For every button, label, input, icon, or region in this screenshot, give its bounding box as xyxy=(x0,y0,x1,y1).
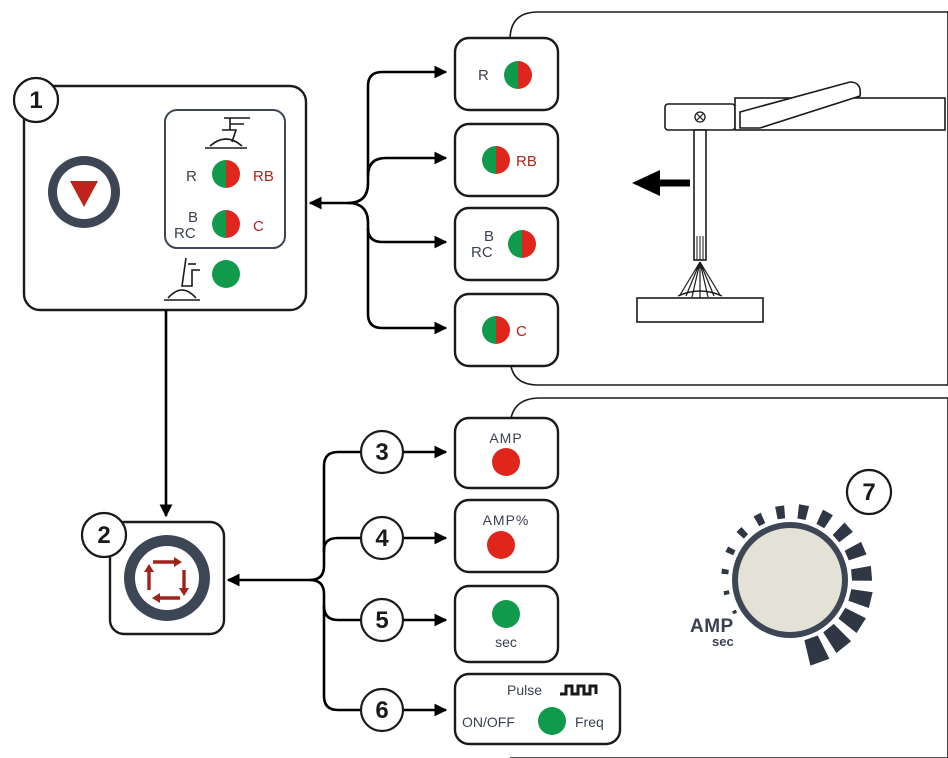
mode-label-r: R xyxy=(478,67,489,84)
knob-label-sec: sec xyxy=(712,634,734,649)
param-label-amp: AMP xyxy=(489,430,522,446)
knob-scale-tick xyxy=(775,505,786,520)
param-label-pulse: Pulse xyxy=(507,682,542,698)
panel1-label-rb: RB xyxy=(253,168,274,185)
svg-text:7: 7 xyxy=(862,479,875,506)
knob-scale-tick xyxy=(721,568,729,575)
led-mig-green xyxy=(212,260,240,288)
amp-knob[interactable] xyxy=(732,522,848,638)
knob-scale-tick xyxy=(732,609,738,615)
panel1-label-rc: RC xyxy=(174,225,196,242)
param-label-freq: Freq xyxy=(575,714,604,730)
led-r-rb xyxy=(212,160,240,188)
svg-text:6: 6 xyxy=(375,697,388,724)
led-amp-pct-red xyxy=(487,531,515,559)
svg-text:4: 4 xyxy=(375,525,389,552)
param-connector-lines xyxy=(226,445,448,717)
knob-scale-tick xyxy=(848,589,873,608)
mode-led-r xyxy=(504,61,532,89)
knob-scale-tick xyxy=(723,590,730,596)
svg-text:1: 1 xyxy=(29,87,42,114)
knob-scale-tick xyxy=(838,607,866,634)
knob-scale-tick xyxy=(725,546,736,556)
mode-led-rb xyxy=(482,146,510,174)
mode-label-c: C xyxy=(516,323,527,340)
mig-torch-icon xyxy=(164,257,200,301)
callout-3: 3 xyxy=(359,429,405,475)
mode-label-b: B xyxy=(484,228,494,245)
svg-text:3: 3 xyxy=(375,439,388,466)
knob-scale-tick xyxy=(832,522,853,543)
param-label-sec: sec xyxy=(495,634,517,650)
mode-box-b-rc xyxy=(453,206,560,282)
led-sec-green xyxy=(492,600,520,628)
panel1-label-r: R xyxy=(186,168,197,185)
callout-6: 6 xyxy=(359,687,405,733)
panel1-label-b: B xyxy=(188,209,198,226)
mode-led-b-rc xyxy=(508,230,536,258)
knob-scale xyxy=(721,504,873,666)
led-b-c xyxy=(212,210,240,238)
mode-select-button[interactable] xyxy=(48,156,120,228)
panel1-label-c: C xyxy=(253,218,264,235)
cycle-arrows-icon xyxy=(144,557,189,603)
led-pulse-green xyxy=(538,707,566,735)
knob-scale-tick xyxy=(736,527,749,539)
torch-illustration xyxy=(632,81,946,323)
param-label-amp-pct: AMP% xyxy=(483,512,530,528)
top-illustration-panel xyxy=(509,11,948,386)
callout-4: 4 xyxy=(359,515,405,561)
tig-torch-icon xyxy=(205,117,250,149)
knob-scale-tick xyxy=(816,509,833,529)
callout-7: 7 xyxy=(845,468,893,516)
pulse-wave-icon xyxy=(560,684,598,696)
knob-scale-tick xyxy=(804,635,830,666)
svg-text:5: 5 xyxy=(375,607,388,634)
knob-scale-tick xyxy=(823,623,852,654)
parameter-cycle-button[interactable] xyxy=(124,535,210,621)
mode-connector-lines xyxy=(159,65,448,518)
mode-led-c xyxy=(482,316,510,344)
knob-scale-tick xyxy=(797,504,810,520)
knob-scale-tick xyxy=(753,512,766,527)
down-arrow-icon xyxy=(70,181,98,207)
knob-label-amp: AMP xyxy=(690,616,734,637)
led-amp-red xyxy=(492,448,520,476)
knob-scale-tick xyxy=(844,541,867,561)
callout-1: 1 xyxy=(12,76,60,124)
param-label-on-off: ON/OFF xyxy=(462,714,515,730)
mode-label-rb: RB xyxy=(516,153,537,170)
mode-label-rc: RC xyxy=(471,244,493,261)
knob-scale-tick xyxy=(851,565,873,581)
callout-2: 2 xyxy=(80,511,128,559)
callout-5: 5 xyxy=(359,597,405,643)
svg-text:2: 2 xyxy=(97,522,110,549)
